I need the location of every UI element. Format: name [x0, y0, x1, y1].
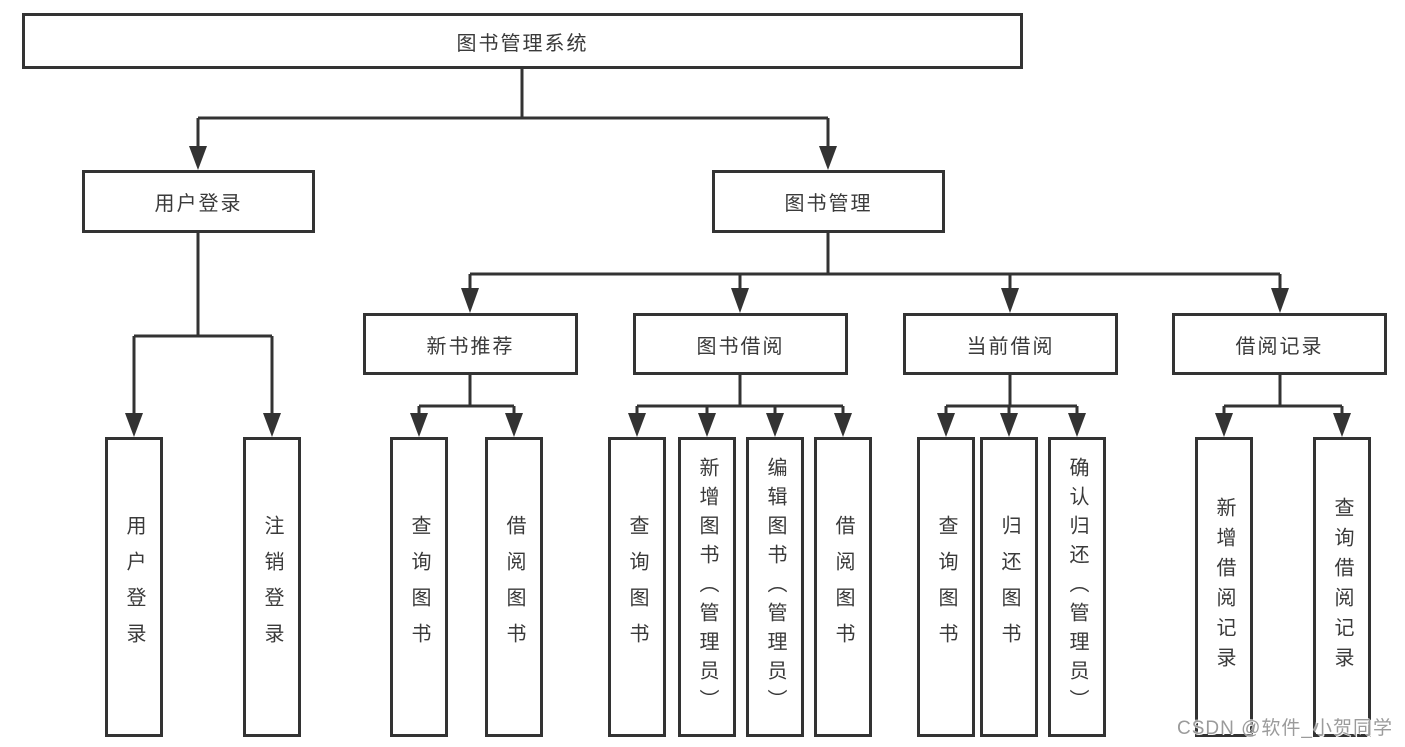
leaf-label: 借阅图书 — [832, 515, 854, 659]
leaf-label: 编辑图书（管理员） — [764, 456, 786, 718]
connector-root — [196, 65, 830, 150]
arrowhead — [189, 146, 207, 170]
leaf-label: 借阅图书 — [503, 515, 525, 659]
leaf-logout: 注销登录 — [243, 437, 301, 737]
node-label: 图书管理系统 — [456, 32, 589, 55]
connector-new-book-recommendation — [417, 374, 516, 416]
leaf-label: 确认归还（管理员） — [1066, 456, 1088, 718]
connector-current-borrowing — [944, 374, 1079, 416]
arrowhead — [461, 288, 479, 313]
node-library-management-system: 图书管理系统 — [22, 13, 1023, 69]
leaf-add-books-admin: 新增图书（管理员） — [678, 437, 736, 737]
leaf-user-login: 用户登录 — [105, 437, 163, 737]
node-label: 用户登录 — [154, 193, 243, 215]
node-current-borrowing: 当前借阅 — [903, 313, 1118, 375]
leaf-label: 查询图书 — [408, 515, 430, 659]
arrowhead — [819, 146, 837, 170]
node-book-borrowing: 图书借阅 — [633, 313, 848, 375]
leaf-query-borrow-record: 查询借阅记录 — [1313, 437, 1371, 737]
arrowhead — [1215, 413, 1233, 437]
leaf-label: 查询借阅记录 — [1331, 497, 1353, 677]
arrowhead — [937, 413, 955, 437]
arrowhead — [628, 413, 646, 437]
connector-user-login — [132, 233, 274, 416]
leaf-borrow-books: 借阅图书 — [814, 437, 872, 737]
leaf-query-books-recommend: 查询图书 — [390, 437, 448, 737]
arrowhead — [505, 413, 523, 437]
node-label: 图书管理 — [784, 193, 873, 215]
arrowhead — [263, 413, 281, 437]
node-label: 新书推荐 — [426, 335, 515, 358]
leaf-label: 查询图书 — [935, 515, 957, 659]
node-label: 借阅记录 — [1235, 335, 1324, 358]
arrowhead — [1068, 413, 1086, 437]
arrowhead — [766, 413, 784, 437]
leaf-label: 查询图书 — [626, 515, 648, 659]
arrowhead — [698, 413, 716, 437]
leaf-return-books: 归还图书 — [980, 437, 1038, 737]
leaf-label: 新增图书（管理员） — [696, 456, 718, 718]
leaf-edit-books-admin: 编辑图书（管理员） — [746, 437, 804, 737]
leaf-query-books-borrowing: 查询图书 — [608, 437, 666, 737]
arrowhead — [1000, 413, 1018, 437]
leaf-query-books-current: 查询图书 — [917, 437, 975, 737]
arrowhead — [125, 413, 143, 437]
csdn-watermark: CSDN @软件_小贺同学 — [1177, 718, 1393, 739]
connector-borrowing-records — [1222, 374, 1344, 416]
arrowhead — [1001, 288, 1019, 313]
connector-book-borrowing — [635, 374, 845, 416]
leaf-borrow-books-recommend: 借阅图书 — [485, 437, 543, 737]
node-label: 图书借阅 — [696, 335, 785, 358]
leaf-confirm-return-admin: 确认归还（管理员） — [1048, 437, 1106, 737]
leaf-label: 注销登录 — [261, 515, 283, 659]
arrowhead — [1333, 413, 1351, 437]
leaf-add-borrow-record: 新增借阅记录 — [1195, 437, 1253, 737]
leaf-label: 新增借阅记录 — [1213, 497, 1235, 677]
arrowhead — [410, 413, 428, 437]
arrowhead — [731, 288, 749, 313]
leaf-label: 归还图书 — [998, 515, 1020, 659]
node-book-management: 图书管理 — [712, 170, 945, 233]
node-user-login: 用户登录 — [82, 170, 315, 233]
node-borrowing-records: 借阅记录 — [1172, 313, 1387, 375]
node-label: 当前借阅 — [966, 335, 1055, 358]
node-new-book-recommendation: 新书推荐 — [363, 313, 578, 375]
connector-book-management — [468, 233, 1282, 291]
arrowhead — [834, 413, 852, 437]
arrowhead — [1271, 288, 1289, 313]
leaf-label: 用户登录 — [123, 515, 145, 659]
